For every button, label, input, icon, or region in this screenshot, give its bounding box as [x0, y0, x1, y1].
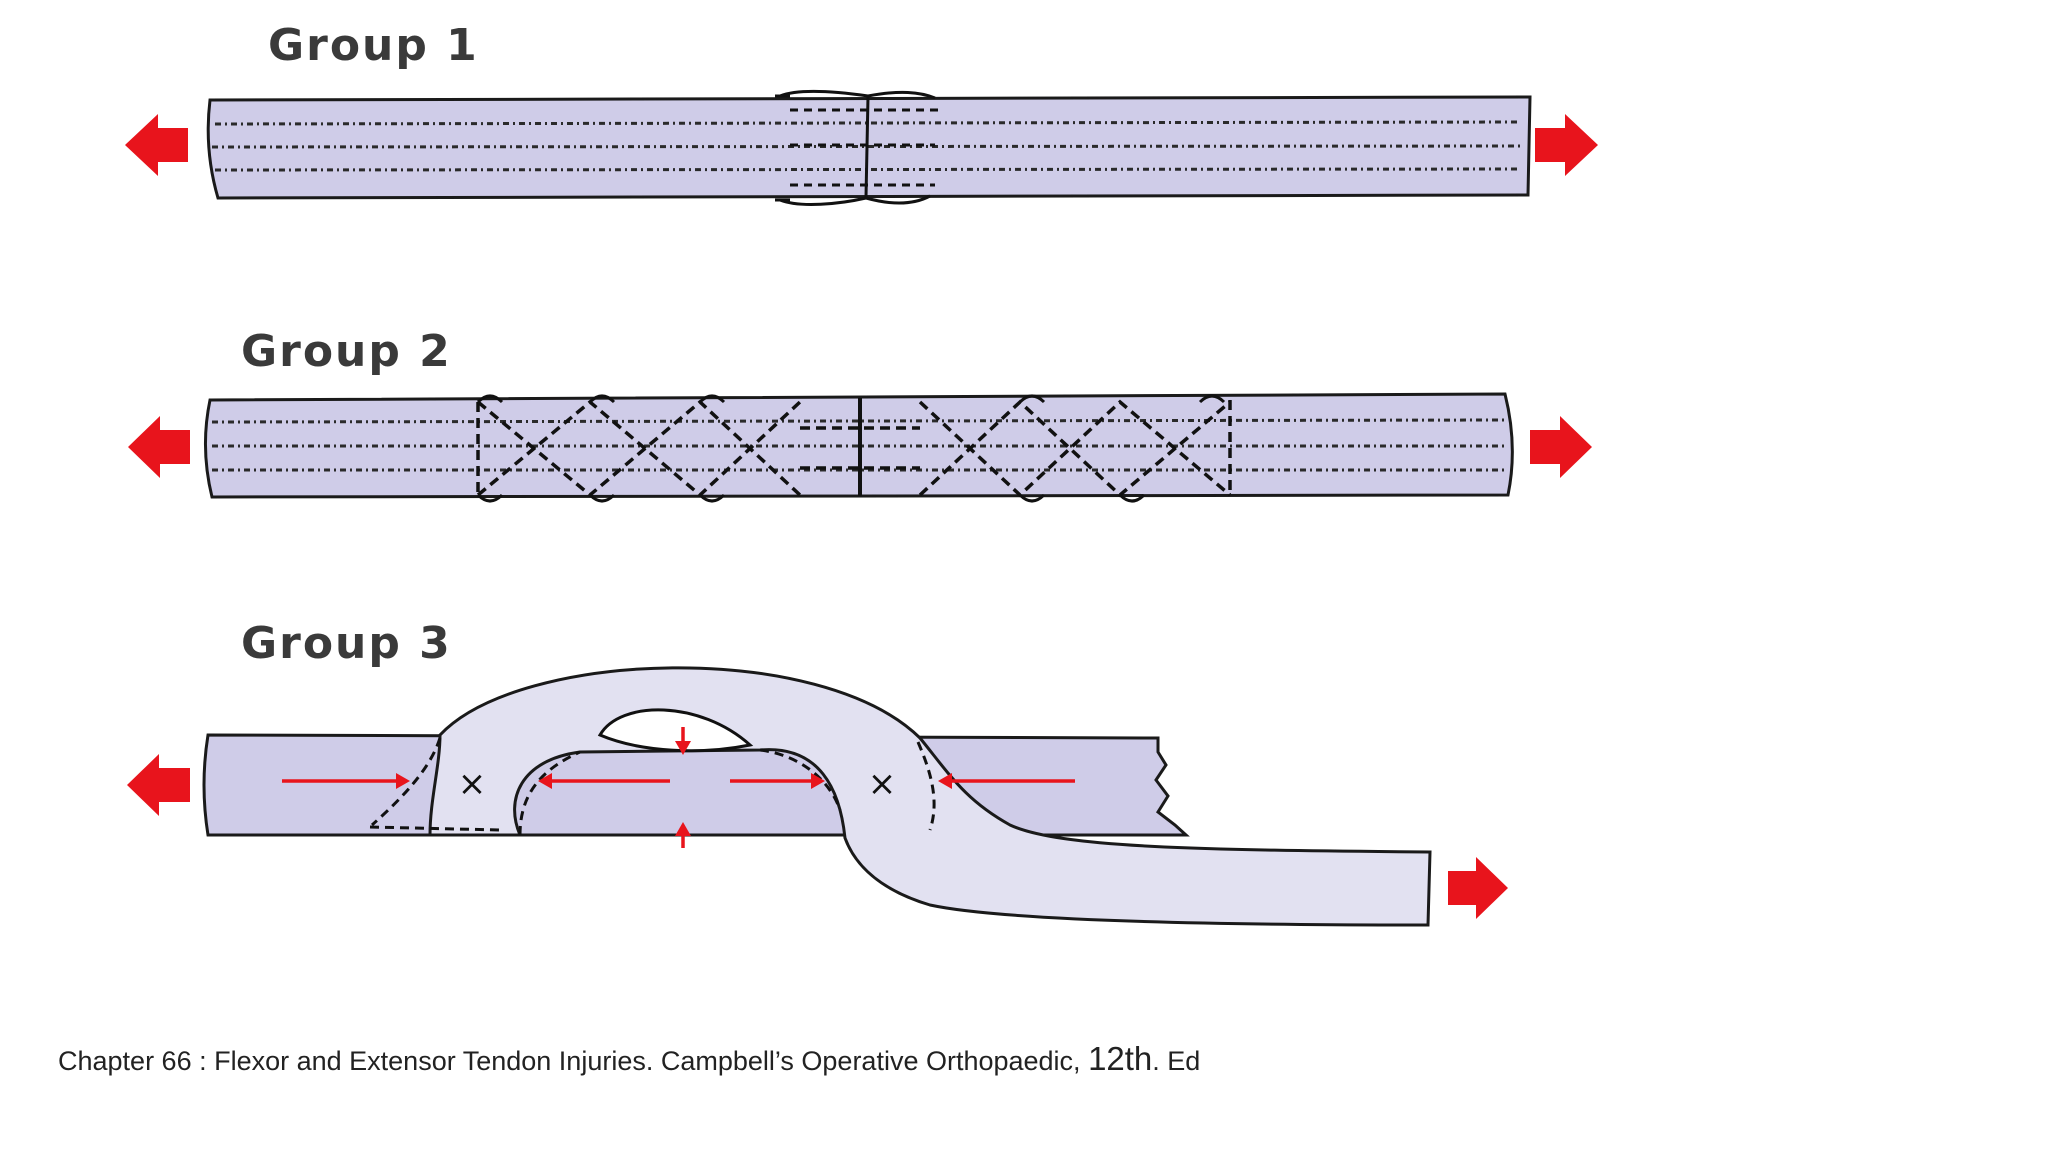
- group-1-suture: [775, 89, 940, 206]
- group-3-title: Group 3: [241, 618, 452, 669]
- group-2-left-arrow: [128, 416, 190, 478]
- group-2-right-arrow: [1530, 416, 1592, 478]
- group-3-right-arrow: [1448, 857, 1508, 919]
- group-3-left-arrow: [127, 754, 190, 816]
- group-3-marker-left: ×: [458, 764, 487, 804]
- group-3-force-arrows: [282, 727, 1075, 848]
- group-1-title: Group 1: [268, 20, 479, 71]
- group-3-marker-right: ×: [868, 764, 897, 804]
- group-3-weave-outline: [369, 737, 936, 836]
- group-2-fibers: [211, 418, 1506, 472]
- group-2-illustration: [128, 392, 1592, 503]
- group-1-fibers: [211, 120, 1523, 172]
- caption-suffix: . Ed: [1152, 1046, 1201, 1076]
- caption-edition: 12th: [1088, 1040, 1153, 1077]
- group-1-right-arrow: [1535, 114, 1598, 176]
- group-1-illustration: [125, 89, 1598, 206]
- group-3-tendon-slit: [597, 708, 754, 753]
- group-1-left-arrow: [125, 114, 188, 176]
- source-caption: Chapter 66 : Flexor and Extensor Tendon …: [58, 1040, 1200, 1078]
- group-3-illustration: × ×: [127, 666, 1508, 927]
- group-2-title: Group 2: [241, 326, 452, 377]
- group-2-suture: [476, 399, 1232, 498]
- group-2-suture-loops: [476, 394, 1226, 503]
- caption-main: Chapter 66 : Flexor and Extensor Tendon …: [58, 1046, 1089, 1076]
